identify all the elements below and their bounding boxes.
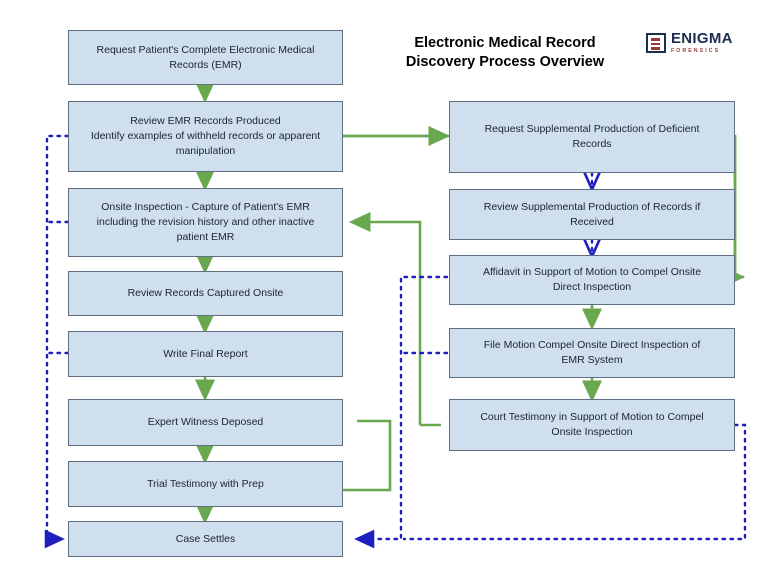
node-file-motion-compel[interactable]: File Motion Compel Onsite Direct Inspect… — [449, 328, 735, 378]
node-onsite-inspection[interactable]: Onsite Inspection - Capture of Patient's… — [68, 188, 343, 257]
node-label: Case Settles — [175, 532, 236, 545]
node-request-supplemental[interactable]: Request Supplemental Production of Defic… — [449, 101, 735, 173]
node-expert-witness-deposed[interactable]: Expert Witness Deposed — [68, 399, 343, 446]
node-case-settles[interactable]: Case Settles — [68, 521, 343, 557]
node-request-emr[interactable]: Request Patient's Complete Electronic Me… — [68, 30, 343, 85]
node-label: Request Supplemental Production of Defic… — [484, 123, 700, 150]
node-court-testimony[interactable]: Court Testimony in Support of Motion to … — [449, 399, 735, 451]
node-label: Court Testimony in Support of Motion to … — [480, 411, 704, 438]
node-trial-testimony[interactable]: Trial Testimony with Prep — [68, 461, 343, 507]
node-label: Onsite Inspection - Capture of Patient's… — [96, 201, 315, 243]
node-review-emr-produced[interactable]: Review EMR Records Produced Identify exa… — [68, 101, 343, 172]
node-label: Review EMR Records Produced Identify exa… — [90, 115, 321, 157]
node-label: Trial Testimony with Prep — [147, 477, 264, 490]
node-label: Request Patient's Complete Electronic Me… — [96, 43, 315, 71]
node-review-records-onsite[interactable]: Review Records Captured Onsite — [68, 271, 343, 316]
page-title: Electronic Medical Record Discovery Proc… — [405, 35, 605, 70]
node-affidavit-motion-compel[interactable]: Affidavit in Support of Motion to Compel… — [449, 255, 735, 305]
node-label: Review Supplemental Production of Record… — [483, 200, 701, 228]
node-label: Affidavit in Support of Motion to Compel… — [482, 266, 702, 293]
logo-name: ENIGMA — [671, 30, 733, 47]
brand-logo: ENIGMA FORENSICS — [646, 28, 758, 58]
node-label: Write Final Report — [163, 347, 248, 360]
node-review-supplemental[interactable]: Review Supplemental Production of Record… — [449, 189, 735, 240]
node-label: File Motion Compel Onsite Direct Inspect… — [483, 339, 701, 366]
node-label: Review Records Captured Onsite — [127, 287, 284, 299]
enigma-logo-icon — [646, 33, 666, 53]
logo-subtitle: FORENSICS — [671, 48, 721, 54]
node-label: Expert Witness Deposed — [147, 416, 264, 428]
node-write-final-report[interactable]: Write Final Report — [68, 331, 343, 377]
